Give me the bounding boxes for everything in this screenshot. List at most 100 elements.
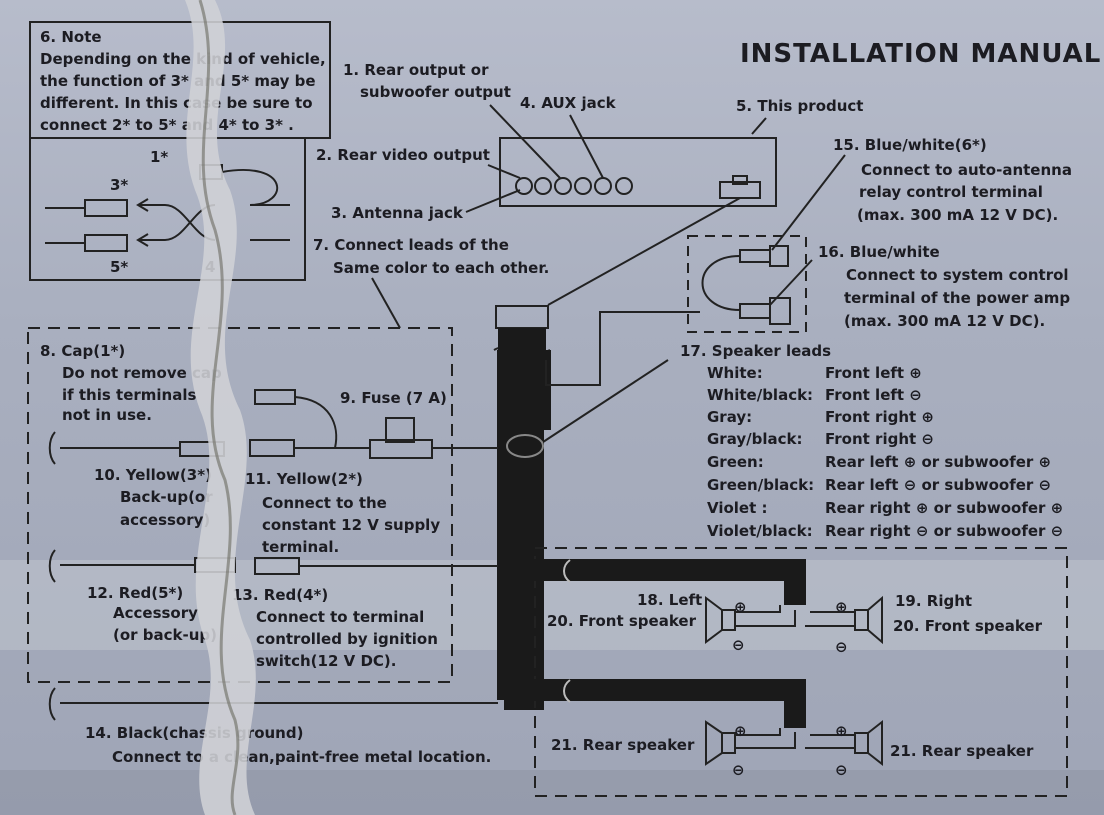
- tape-crease: [198, 0, 240, 815]
- label-red5: (or back-up): [113, 626, 217, 644]
- label-black: 14. Black(chassis ground): [85, 724, 303, 742]
- minus-icon: ⊖: [835, 761, 848, 779]
- note-line: 6. Note: [40, 28, 102, 46]
- note-line: Depending on the kind of vehicle,: [40, 50, 326, 68]
- lead-desc: Front left ⊕: [825, 364, 922, 382]
- label-yellow3: accessory): [120, 511, 210, 529]
- label-cap: if this terminals: [62, 386, 196, 404]
- label-right-front: 20. Front speaker: [893, 617, 1043, 635]
- note-line: connect 2* to 5* and 4* to 3* .: [40, 116, 294, 134]
- label-blue-white6: Connect to auto-antenna: [861, 161, 1072, 179]
- speaker-wires: [735, 605, 855, 749]
- label-blue-white: 16. Blue/white: [818, 243, 940, 261]
- label-rear-output: 1. Rear output or: [343, 61, 489, 79]
- label-red4: controlled by ignition: [256, 630, 438, 648]
- label-connect-same: Same color to each other.: [333, 259, 549, 277]
- speaker-left-rear-icon: [705, 720, 736, 766]
- label-blue-white6: 15. Blue/white(6*): [833, 136, 987, 154]
- label-cap: Do not remove cap: [62, 364, 222, 382]
- wire-break-icon: [48, 549, 56, 583]
- page-title: INSTALLATION MANUAL: [740, 39, 1101, 69]
- label-blue-white: Connect to system control: [846, 266, 1069, 284]
- main-connector-tab: [732, 175, 748, 185]
- head-unit: [499, 137, 777, 207]
- lead-desc: Rear left ⊕ or subwoofer ⊕: [825, 453, 1051, 471]
- label-red5: 12. Red(5*): [87, 584, 183, 602]
- note-line: different. In this case be sure to: [40, 94, 313, 112]
- lead-color: White:: [707, 364, 763, 382]
- amp-connectors: [701, 245, 791, 325]
- lead-color: Violet :: [707, 499, 768, 517]
- minus-icon: ⊖: [835, 638, 848, 656]
- label-blue-white: terminal of the power amp: [844, 289, 1070, 307]
- wire-break-icon: [48, 687, 56, 721]
- label-fuse: 9. Fuse (7 A): [340, 389, 447, 407]
- wire-break-icon: [48, 431, 56, 465]
- harness-sleeve: [506, 434, 544, 458]
- amp-connect-box: [687, 235, 807, 333]
- lead-color: Violet/black:: [707, 522, 813, 540]
- lead-desc: Rear right ⊖ or subwoofer ⊖: [825, 522, 1063, 540]
- lead-color: Gray/black:: [707, 430, 803, 448]
- lead-desc: Rear right ⊕ or subwoofer ⊕: [825, 499, 1063, 517]
- harness-plug: [495, 305, 549, 329]
- lead-desc: Front right ⊖: [825, 430, 934, 448]
- speaker-lead-list: White: Front left ⊕ White/black: Front l…: [707, 364, 1063, 540]
- lead-color: Gray:: [707, 408, 752, 426]
- rca-jacks: [515, 177, 633, 195]
- label-aux-jack: 4. AUX jack: [520, 94, 617, 112]
- label-cap: not in use.: [62, 406, 152, 424]
- label-yellow3: Back-up(or: [120, 488, 213, 506]
- wire-break-icon: [563, 679, 571, 703]
- label-red4: Connect to terminal: [256, 608, 424, 626]
- lead-color: White/black:: [707, 386, 813, 404]
- note-mark-1: 1*: [150, 148, 168, 166]
- label-red4: switch(12 V DC).: [256, 652, 396, 670]
- bottom-shadow: [0, 770, 1104, 815]
- label-yellow2: constant 12 V supply: [262, 516, 440, 534]
- label-speaker-leads: 17. Speaker leads: [680, 342, 831, 360]
- rear-speaker-bundle: [524, 679, 806, 728]
- speaker-box: [534, 547, 1068, 797]
- label-black: Connect to a clean,paint-free metal loca…: [112, 748, 491, 766]
- lead-desc: Rear left ⊖ or subwoofer ⊖: [825, 476, 1051, 494]
- lead-desc: Front left ⊖: [825, 386, 922, 404]
- lead-color: Green/black:: [707, 476, 814, 494]
- minus-icon: ⊖: [732, 636, 745, 654]
- harness-bundle-top: [498, 328, 546, 350]
- label-yellow2: Connect to the: [262, 494, 387, 512]
- label-yellow2: 11. Yellow(2*): [245, 470, 363, 488]
- lead-desc: Front right ⊕: [825, 408, 934, 426]
- wire-break-icon: [563, 559, 571, 583]
- power-wiring: [60, 389, 498, 704]
- label-blue-white6: relay control terminal: [859, 183, 1043, 201]
- label-left-front: 18. Left: [637, 591, 702, 609]
- label-red5: Accessory: [113, 604, 198, 622]
- label-connect-same: 7. Connect leads of the: [313, 236, 509, 254]
- label-right-front: 19. Right: [895, 592, 972, 610]
- label-rear-right: 21. Rear speaker: [890, 742, 1034, 760]
- label-cap: 8. Cap(1*): [40, 342, 125, 360]
- plus-icon: ⊕: [734, 598, 747, 616]
- plus-icon: ⊕: [835, 722, 848, 740]
- lead-color: Green:: [707, 453, 764, 471]
- plus-icon: ⊕: [835, 598, 848, 616]
- label-red4: 13. Red(4*): [232, 586, 328, 604]
- note-line: the function of 3* and 5* may be: [40, 72, 316, 90]
- speaker-right-front-icon: [854, 595, 883, 645]
- label-yellow2: terminal.: [262, 538, 339, 556]
- label-this-product: 5. This product: [736, 97, 863, 115]
- note-diagram-box: [29, 137, 306, 281]
- label-rear-output: subwoofer output: [360, 83, 511, 101]
- note-connectors: [45, 164, 290, 252]
- label-left-front: 20. Front speaker: [547, 612, 697, 630]
- wire-blue-white: [545, 311, 700, 386]
- speaker-left-front-icon: [705, 596, 736, 644]
- label-rear-left: 21. Rear speaker: [551, 736, 695, 754]
- plus-icon: ⊕: [734, 722, 747, 740]
- minus-icon: ⊖: [732, 761, 745, 779]
- note-mark-3: 3*: [110, 176, 128, 194]
- label-blue-white: (max. 300 mA 12 V DC).: [844, 312, 1045, 330]
